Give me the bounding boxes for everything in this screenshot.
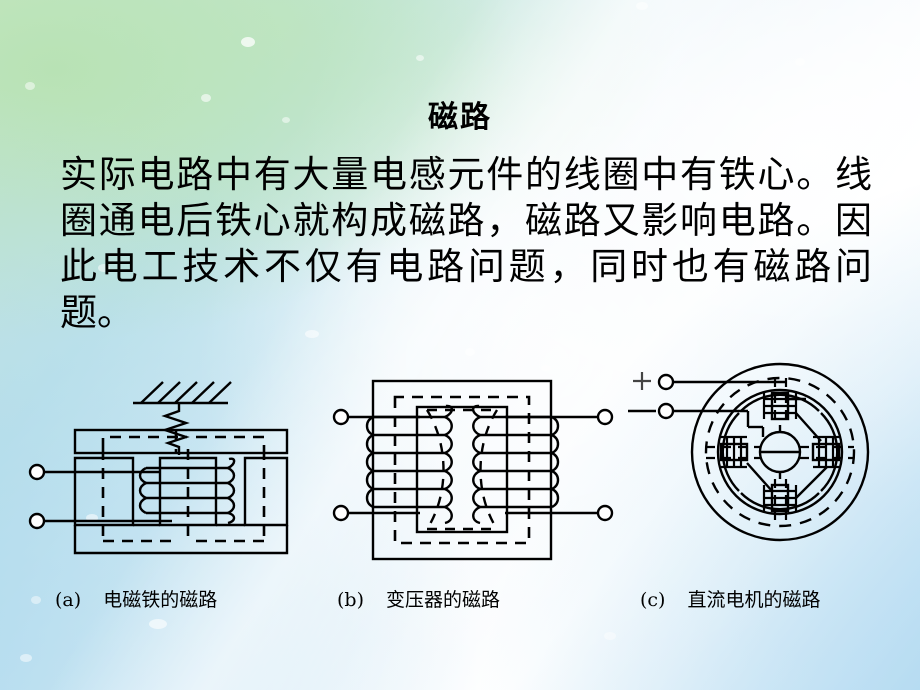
caption-c-label: (c)	[640, 589, 666, 611]
terminal-secondary-top	[596, 408, 614, 426]
body-paragraph: 实际电路中有大量电感元件的线圈中有铁心。线圈通电后铁心就构成磁路，磁路又影响电路…	[60, 153, 872, 334]
armature-bar	[73, 428, 289, 455]
figure-captions: (a) 电磁铁的磁路 (b) 变压器的磁路 (c) 直流电机的磁路	[0, 585, 920, 615]
terminal-top	[28, 463, 46, 481]
terminal-positive	[657, 373, 675, 391]
page-title: 磁路	[428, 100, 492, 135]
figure-electromagnet	[28, 381, 289, 555]
pole-interconnects	[746, 397, 828, 499]
figure-transformer	[332, 379, 614, 561]
caption-figure-c: (c) 直流电机的磁路	[640, 585, 821, 612]
terminal-negative	[657, 402, 675, 420]
caption-b-text: 变压器的磁路	[386, 589, 501, 611]
core-bottom-yoke	[73, 525, 289, 555]
terminal-primary-bottom	[332, 504, 350, 522]
transformer-core-window	[415, 405, 509, 534]
caption-figure-b: (b) 变压器的磁路	[337, 585, 500, 612]
flux-path-dashed	[101, 430, 266, 543]
caption-a-text: 电磁铁的磁路	[103, 589, 218, 611]
stator-yoke-inner-circle	[716, 388, 844, 516]
caption-b-label: (b)	[337, 589, 364, 611]
caption-figure-a: (a) 电磁铁的磁路	[55, 585, 217, 612]
caption-c-text: 直流电机的磁路	[687, 589, 821, 611]
flux-path-dashed-outer	[393, 395, 531, 545]
terminal-bottom	[28, 512, 46, 530]
pole-shoes	[721, 393, 839, 511]
core-right-leg	[243, 456, 289, 527]
flux-path-dashed-poles	[706, 378, 854, 527]
flux-ring-dashed	[704, 376, 856, 528]
polarity-plus-icon	[633, 372, 651, 390]
figure-dc-machine	[628, 362, 870, 542]
support-hatching-icon	[133, 381, 232, 405]
caption-a-label: (a)	[55, 589, 82, 611]
stator-outer-circle	[690, 362, 870, 542]
terminal-primary-top	[332, 408, 350, 426]
flux-path-dashed-inner	[425, 408, 499, 531]
terminal-secondary-bottom	[596, 504, 614, 522]
figure-group	[0, 355, 920, 615]
field-windings	[721, 393, 839, 511]
